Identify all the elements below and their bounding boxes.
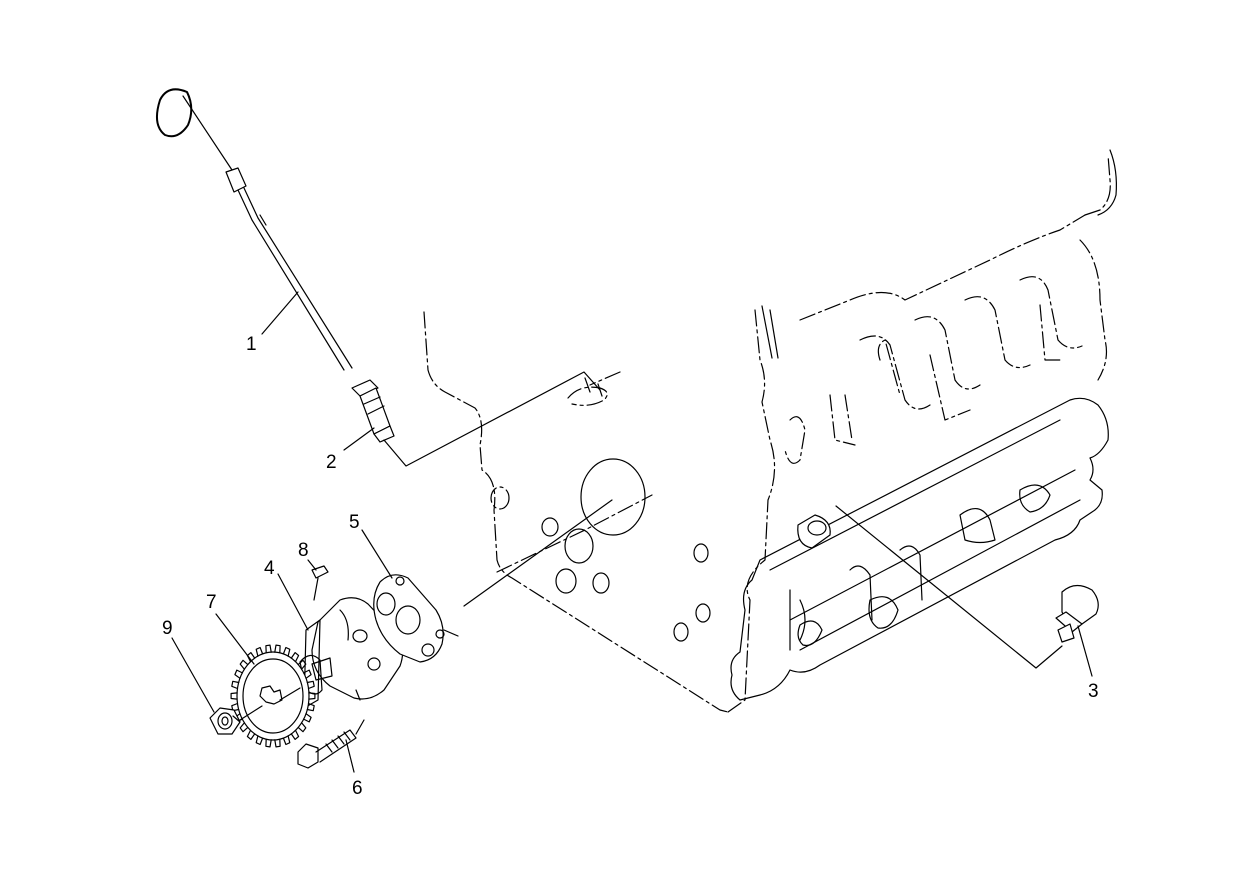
assembly-lines (239, 371, 1063, 735)
gear-tooth (303, 669, 312, 679)
gear-tooth (265, 644, 272, 654)
callout-9: 9 (162, 618, 173, 639)
gear-tooth (231, 702, 240, 712)
gear-tooth (290, 729, 300, 740)
gear-tooth (308, 692, 316, 700)
pump-bolt (297, 729, 357, 769)
woodruff-key (311, 565, 329, 579)
callout-3: 3 (1088, 681, 1099, 702)
gear-tooth (297, 722, 307, 733)
gear-tooth (306, 702, 315, 712)
pump-gasket (373, 574, 459, 663)
gear-tooth (282, 735, 291, 746)
gear-tooth (246, 729, 256, 740)
callout-5: 5 (349, 512, 360, 533)
dipstick-guide (351, 379, 395, 443)
gear-tooth (282, 646, 291, 657)
engine-block (423, 149, 1117, 713)
gear-tooth (239, 659, 249, 670)
gear-tooth (297, 659, 307, 670)
gear-tooth (306, 680, 315, 690)
callout-8: 8 (298, 540, 309, 561)
pump-drive-gear (230, 644, 316, 748)
dipstick (155, 88, 353, 371)
gear-tooth (265, 738, 272, 748)
callout-2: 2 (326, 452, 337, 473)
gear-tooth (231, 680, 240, 690)
drain-plug (1055, 584, 1099, 643)
callout-leaders (171, 291, 1093, 773)
callout-labels: 1 2 3 4 5 6 7 8 9 (162, 334, 1099, 799)
gear-tooth (274, 644, 281, 654)
gear-tooth (255, 646, 264, 657)
callout-6: 6 (352, 778, 363, 799)
gear-tooth (274, 738, 281, 748)
gear-tooth (239, 722, 249, 733)
gear-tooth (234, 669, 243, 679)
callout-4: 4 (264, 558, 275, 579)
gear-tooth (246, 652, 256, 663)
gear-tooth (290, 652, 300, 663)
callout-7: 7 (206, 592, 217, 613)
gear-tooth (255, 735, 264, 746)
callout-1: 1 (246, 334, 257, 355)
gear-nut (209, 707, 241, 735)
gear-tooth (303, 713, 312, 723)
gear-tooth (230, 692, 238, 700)
